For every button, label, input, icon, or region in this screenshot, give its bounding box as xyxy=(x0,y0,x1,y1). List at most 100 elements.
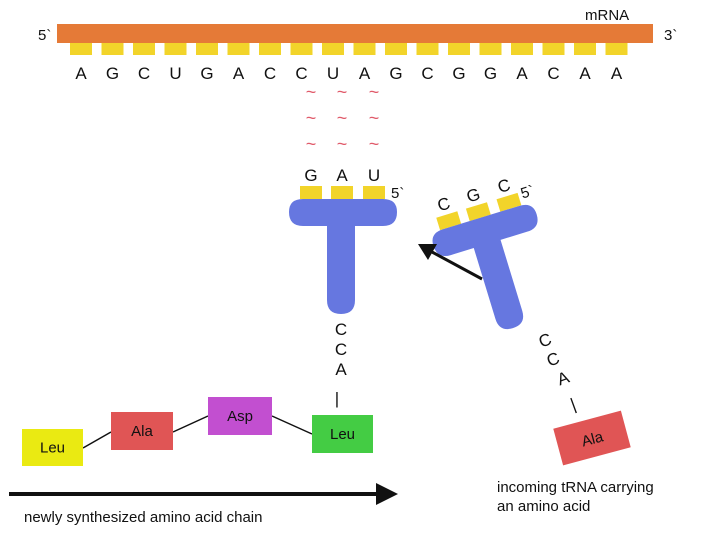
incoming-anticodon-tab xyxy=(465,202,491,222)
mrna-strand xyxy=(57,24,653,43)
bound-trna-link: | xyxy=(335,389,339,408)
mrna-base-tab xyxy=(574,43,596,55)
incoming-arrow-shaft xyxy=(431,250,483,281)
pairing-mark: ~ xyxy=(337,134,348,154)
mrna-base-tab xyxy=(227,43,250,55)
mrna-base: A xyxy=(359,64,371,83)
bound-trna-body xyxy=(289,199,397,314)
incoming-arrow xyxy=(418,244,483,281)
mrna-base-tab xyxy=(196,43,218,55)
chain-direction-arrow xyxy=(9,483,398,505)
mrna-base: A xyxy=(233,64,245,83)
pairing-mark: ~ xyxy=(306,108,317,128)
chain-arrow-head xyxy=(376,483,398,505)
pairing-mark: ~ xyxy=(369,108,380,128)
bound-anticodon-tab xyxy=(300,186,322,199)
codon-anticodon-pairing: ~ ~ ~ ~ ~ ~ ~ ~ ~ xyxy=(306,82,380,154)
mrna-base-tab xyxy=(479,43,502,55)
amino-acid-label: Asp xyxy=(227,408,253,425)
bound-trna-tail: CCA xyxy=(335,320,347,379)
mrna-base: G xyxy=(106,64,119,83)
incoming-trna-link: | xyxy=(568,395,579,414)
incoming-tail-base: C xyxy=(536,329,554,351)
amino-acid-label: Leu xyxy=(330,426,355,443)
bound-trna-five-prime: 5` xyxy=(391,185,404,202)
bound-tail-base: C xyxy=(335,340,347,359)
amino-acid-label: Ala xyxy=(131,423,153,440)
mrna-base: G xyxy=(452,64,465,83)
mrna-base: C xyxy=(547,64,559,83)
bound-anticodon-tab xyxy=(363,186,385,199)
mrna-three-prime: 3` xyxy=(664,27,677,44)
mrna-base-tab xyxy=(164,43,187,55)
mrna-base: A xyxy=(579,64,591,83)
incoming-anticodon-base: C xyxy=(495,175,512,197)
incoming-anticodon-base: G xyxy=(464,184,482,206)
peptide-bond-1 xyxy=(82,431,112,449)
incoming-tail-base: C xyxy=(544,348,562,370)
chain-caption: newly synthesized amino acid chain xyxy=(24,509,262,526)
mrna-base-tab xyxy=(511,43,533,55)
incoming-amino-acid-label: Ala xyxy=(580,428,606,450)
pairing-mark: ~ xyxy=(369,134,380,154)
amino-acid-box xyxy=(111,412,173,450)
incoming-amino-acid: Ala xyxy=(553,410,631,466)
pairing-mark: ~ xyxy=(337,108,348,128)
mrna-label: mRNA xyxy=(585,7,629,24)
mrna-base-tab xyxy=(290,43,313,55)
mrna-base: C xyxy=(264,64,276,83)
incoming-caption-line-2: an amino acid xyxy=(497,498,590,515)
peptide-bond-3 xyxy=(271,415,313,435)
incoming-tail-base: A xyxy=(555,367,573,389)
incoming-trna-tail: CCA xyxy=(536,329,572,389)
mrna-base-tab xyxy=(448,43,470,55)
amino-acid-label: Leu xyxy=(40,440,65,457)
mrna-base: C xyxy=(421,64,433,83)
mrna-base-tab xyxy=(322,43,344,55)
mrna-base: C xyxy=(138,64,150,83)
bound-anticodon-base: U xyxy=(368,166,380,185)
mrna-base-tab xyxy=(133,43,155,55)
incoming-arrow-head xyxy=(418,244,437,260)
mrna-base: G xyxy=(200,64,213,83)
pairing-mark: ~ xyxy=(306,134,317,154)
mrna-base: U xyxy=(327,64,339,83)
incoming-anticodon-tab xyxy=(496,192,522,212)
incoming-amino-acid-box xyxy=(553,410,631,466)
mrna-five-prime: 5` xyxy=(38,27,51,44)
peptide-bond-2 xyxy=(172,415,209,433)
mrna-base-tab xyxy=(353,43,376,55)
incoming-anticodon-base: C xyxy=(435,194,452,216)
incoming-trna-five-prime: 5` xyxy=(519,182,537,202)
bound-anticodon-base: A xyxy=(336,166,348,185)
mrna-base: A xyxy=(75,64,87,83)
mrna-base-tab xyxy=(542,43,565,55)
incoming-caption-line-1: incoming tRNA carrying xyxy=(497,479,654,496)
incoming-trna-body xyxy=(432,204,538,330)
mrna-base: A xyxy=(611,64,623,83)
pairing-mark: ~ xyxy=(306,82,317,102)
mrna-base: A xyxy=(516,64,528,83)
bound-anticodon-tab xyxy=(331,186,353,199)
mrna-base: G xyxy=(484,64,497,83)
mrna-base-tab xyxy=(70,43,92,55)
pairing-mark: ~ xyxy=(369,82,380,102)
amino-acid-box xyxy=(312,415,373,453)
mrna-base: C xyxy=(295,64,307,83)
pairing-mark: ~ xyxy=(337,82,348,102)
mrna-base-tab xyxy=(385,43,407,55)
incoming-anticodon-tab xyxy=(436,211,462,231)
bound-tail-base: A xyxy=(335,360,347,379)
mrna-base: U xyxy=(169,64,181,83)
